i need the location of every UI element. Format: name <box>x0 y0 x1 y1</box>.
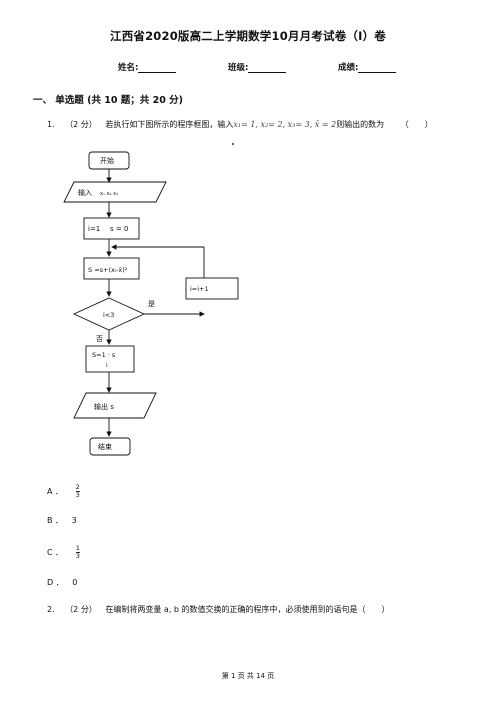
option-d: D ． 0 <box>47 577 77 588</box>
exam-title: 江西省2020版高二上学期数学10月月考试卷（I）卷 <box>110 29 386 43</box>
option-b-label: B ． <box>47 516 64 525</box>
final-numerator: S=1 · s <box>92 351 116 359</box>
name-label: 姓名: <box>118 63 139 73</box>
flowchart: 开始 输入 x₁ x₂ x₃ i=1 s = 0 S =s+(xᵢ-x̄)² i… <box>63 151 239 456</box>
option-c: C ． 1 3 <box>47 545 80 560</box>
input-vars: x₁ x₂ x₃ <box>100 191 118 197</box>
class-blank <box>248 63 287 73</box>
output-parallelogram <box>73 392 157 419</box>
option-a: A ． 2 3 <box>47 484 80 499</box>
option-b-value: 3 <box>71 516 77 525</box>
option-c-denominator: 3 <box>75 552 80 560</box>
class-label: 班级: <box>228 63 249 73</box>
option-d-value: 0 <box>72 578 78 587</box>
question-formula: x₁= 1, x₂= 2, x₃= 3, x̄ = 2 <box>233 120 337 129</box>
page-footer: 第 1 页 共 14 页 <box>221 672 275 680</box>
option-a-label: A ． <box>47 487 64 496</box>
section-heading: 一、 单选题 (共 10 题；共 20 分) <box>33 95 183 106</box>
init-box <box>83 217 140 240</box>
question-2: 2. （2 分） 在编制将两变量 a, b 的数值交换的正确的程序中，必须使用到… <box>47 604 390 615</box>
final-assign-box <box>85 345 135 373</box>
score-field: 成绩: <box>338 61 397 73</box>
score-blank <box>358 63 397 73</box>
condition-label: i<3 <box>103 311 114 319</box>
input-label: 输入 <box>78 188 92 197</box>
end-terminal <box>89 437 131 456</box>
option-a-fraction: 2 3 <box>75 483 80 499</box>
final-denominator: i <box>106 362 108 369</box>
init-i-label: i=1 <box>88 225 100 233</box>
end-label: 结束 <box>98 442 112 451</box>
answer-paren: （ ） <box>400 120 433 129</box>
question-2-points: （2 分） <box>65 605 97 614</box>
question-2-text: 在编制将两变量 a, b 的数值交换的正确的程序中，必须使用到的语句是（ ） <box>105 605 390 614</box>
start-label: 开始 <box>100 156 114 165</box>
input-parallelogram <box>63 181 167 203</box>
option-d-label: D ． <box>47 578 64 587</box>
option-a-denominator: 3 <box>75 491 80 499</box>
option-c-fraction: 1 3 <box>75 544 80 560</box>
question-points: （2 分） <box>65 120 97 129</box>
option-a-numerator: 2 <box>75 483 80 491</box>
question-text: 若执行如下图所示的程序框图，输入 <box>105 120 234 129</box>
no-label: 否 <box>96 335 103 343</box>
increment-box <box>185 277 239 300</box>
option-b: B ． 3 <box>47 515 77 526</box>
option-c-numerator: 1 <box>75 544 80 552</box>
name-blank <box>138 63 177 73</box>
question-2-number: 2. <box>47 605 55 614</box>
dot-mark <box>232 143 234 145</box>
option-c-label: C ． <box>47 548 64 557</box>
increment-label: i=i+1 <box>190 285 209 293</box>
assign-label: S =s+(xᵢ-x̄)² <box>88 266 128 274</box>
output-label: 输出 s <box>94 402 114 411</box>
init-s-label: s = 0 <box>110 225 128 233</box>
question-text-after: 则输出的数为 <box>336 120 385 129</box>
class-field: 班级: <box>228 61 287 73</box>
question-1: 1. （2 分） 若执行如下图所示的程序框图，输入x₁= 1, x₂= 2, x… <box>47 119 433 130</box>
assign-box <box>83 257 140 280</box>
score-label: 成绩: <box>338 63 359 73</box>
question-number: 1. <box>47 120 55 129</box>
yes-label: 是 <box>148 300 155 308</box>
name-field: 姓名: <box>118 61 177 73</box>
